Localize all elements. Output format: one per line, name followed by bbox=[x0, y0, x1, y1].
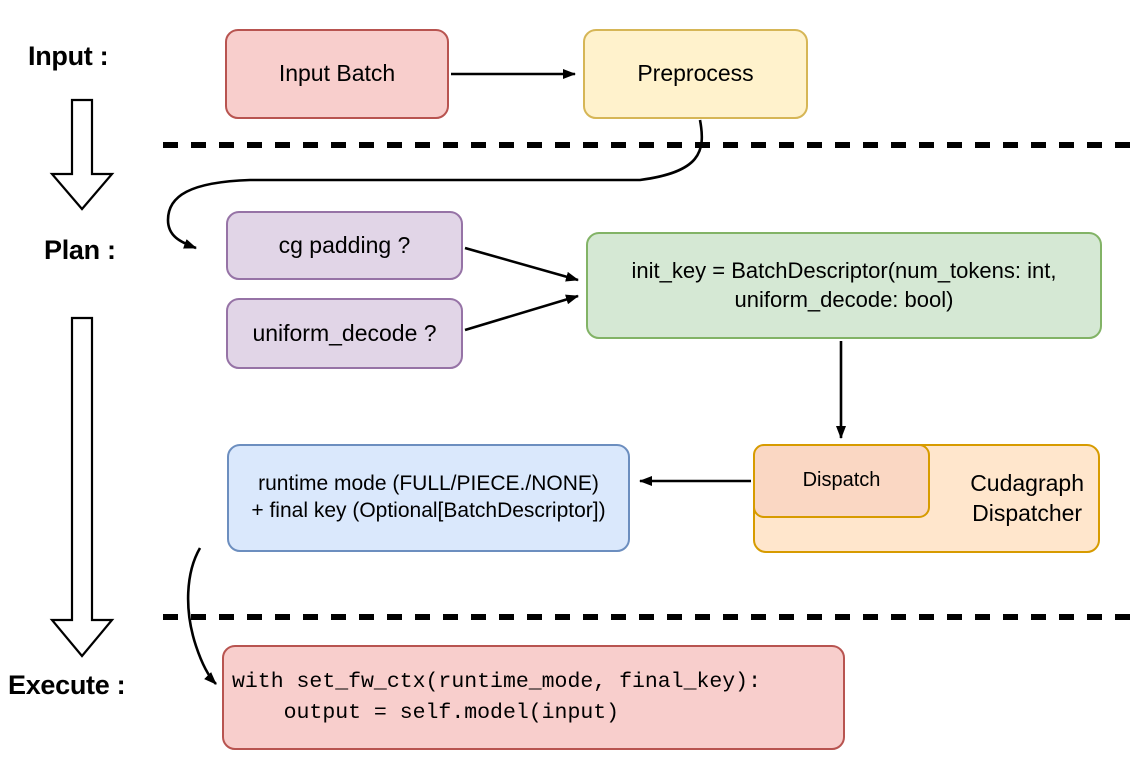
plan-to-execute-arrow bbox=[49, 316, 115, 658]
node-init-key[interactable]: init_key = BatchDescriptor(num_tokens: i… bbox=[586, 232, 1102, 339]
node-init-key-line2: uniform_decode: bool) bbox=[734, 286, 954, 312]
node-input-batch[interactable]: Input Batch bbox=[225, 29, 449, 119]
input-to-plan-arrow bbox=[49, 98, 115, 211]
edge-cg-padding-to-init-key bbox=[464, 246, 579, 282]
node-uniform-decode[interactable]: uniform_decode ? bbox=[226, 298, 463, 369]
node-cudagraph-dispatcher-line1: Cudagraph bbox=[970, 470, 1084, 497]
node-init-key-text: init_key = BatchDescriptor(num_tokens: i… bbox=[632, 257, 1057, 313]
node-cg-padding-label: cg padding ? bbox=[278, 231, 411, 258]
node-runtime-mode[interactable]: runtime mode (FULL/PIECE./NONE) + final … bbox=[227, 444, 630, 552]
stage-label-plan: Plan : bbox=[44, 235, 116, 265]
node-cg-padding[interactable]: cg padding ? bbox=[226, 211, 463, 280]
node-preprocess-label: Preprocess bbox=[637, 60, 754, 87]
node-input-batch-label: Input Batch bbox=[278, 60, 396, 87]
stage-label-input: Input : bbox=[28, 41, 109, 71]
node-runtime-mode-text: runtime mode (FULL/PIECE./NONE) + final … bbox=[251, 471, 605, 525]
node-preprocess[interactable]: Preprocess bbox=[583, 29, 808, 119]
edge-uniform-decode-to-init-key bbox=[464, 294, 579, 332]
node-init-key-line1: init_key = BatchDescriptor(num_tokens: i… bbox=[631, 258, 1057, 284]
node-code-line1: with set_fw_ctx(runtime_mode, final_key)… bbox=[232, 669, 761, 694]
node-code-block[interactable]: with set_fw_ctx(runtime_mode, final_key)… bbox=[222, 645, 845, 750]
edge-runtime-mode-to-code bbox=[186, 547, 217, 685]
node-dispatch[interactable]: Dispatch bbox=[753, 444, 930, 518]
stage-label-execute: Execute : bbox=[8, 670, 126, 700]
node-uniform-decode-label: uniform_decode ? bbox=[252, 319, 437, 346]
node-dispatch-label: Dispatch bbox=[802, 469, 881, 492]
node-runtime-mode-line1: runtime mode (FULL/PIECE./NONE) bbox=[258, 472, 599, 496]
node-runtime-mode-line2: + final key (Optional[BatchDescriptor]) bbox=[251, 499, 606, 522]
node-code-line2: output = self.model(input) bbox=[232, 700, 620, 725]
node-cudagraph-dispatcher-text: Cudagraph Dispatcher bbox=[970, 469, 1084, 528]
node-code-text: with set_fw_ctx(runtime_mode, final_key)… bbox=[232, 667, 761, 728]
edge-preprocess-to-cg-padding bbox=[166, 119, 704, 250]
node-cudagraph-dispatcher-line2: Dispatcher bbox=[972, 499, 1083, 526]
